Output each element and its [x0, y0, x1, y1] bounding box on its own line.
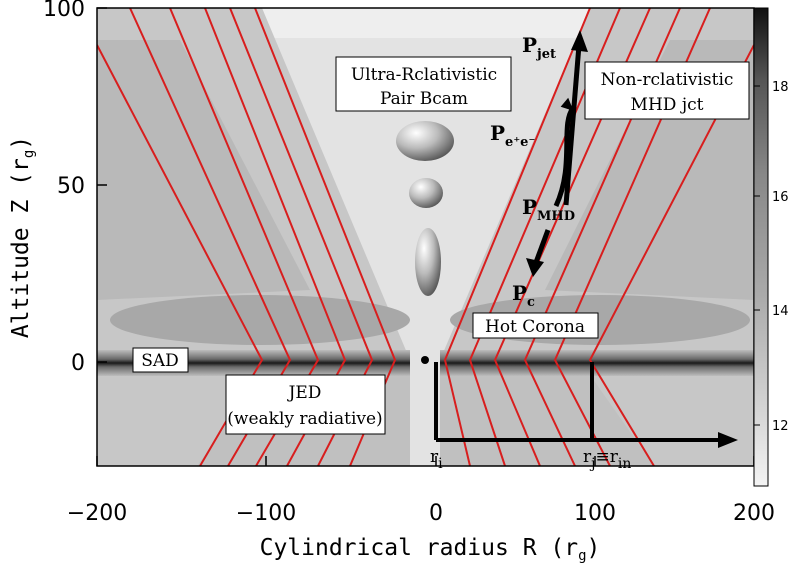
sad-label: SAD	[132, 347, 189, 373]
beam-blob	[415, 228, 441, 296]
colorbar-tick: 18	[772, 80, 789, 95]
x-tick-label: −100	[236, 501, 296, 526]
svg-text:Ultra-Rclativistic: Ultra-Rclativistic	[351, 65, 497, 85]
p-pair-label: Pe⁺e⁻	[490, 121, 535, 150]
svg-text:(weakly radiative): (weakly radiative)	[227, 409, 382, 429]
colorbar: 18 16 14 12	[753, 7, 789, 487]
x-tick-label: 200	[733, 501, 775, 526]
p-corona-label: Pc	[512, 281, 535, 310]
svg-text:JED: JED	[287, 383, 322, 403]
p-jet-label: Pjet	[522, 33, 556, 62]
beam-blob	[409, 178, 443, 208]
beam-blob	[396, 121, 454, 161]
p-mhd-label: PMHD	[522, 195, 575, 224]
x-tick-label: 100	[574, 501, 616, 526]
axis-ticks	[96, 7, 755, 466]
radius-arrow-head	[718, 432, 738, 448]
radius-markers	[434, 362, 722, 442]
y-axis-label: Altitude Z (rg)	[8, 136, 37, 338]
x-tick-label: 0	[429, 501, 443, 526]
svg-text:Non-rclativistic: Non-rclativistic	[601, 70, 734, 90]
beam-label: Ultra-Rclativistic Pair Bcam	[335, 56, 512, 112]
colorbar-tick: 12	[772, 419, 789, 434]
x-tick-label: −200	[67, 501, 127, 526]
corona-arrow-head	[526, 258, 544, 277]
power-arrows	[532, 44, 582, 266]
jet-arrow-head	[571, 30, 588, 52]
y-tick-label: 50	[57, 174, 85, 199]
black-hole-dot	[421, 356, 429, 364]
colorbar-tick: 14	[772, 304, 789, 319]
svg-text:Hot Corona: Hot Corona	[485, 317, 585, 337]
corona-label: Hot Corona	[472, 312, 599, 339]
svg-text:SAD: SAD	[141, 351, 179, 371]
x-axis-label: Cylindrical radius R (rg)	[260, 535, 601, 564]
y-tick-label: 100	[43, 0, 85, 22]
pair-arrow-head	[560, 97, 574, 111]
svg-text:MHD jct: MHD jct	[631, 95, 704, 115]
colorbar-tick: 16	[772, 190, 789, 205]
svg-text:Pair Bcam: Pair Bcam	[380, 89, 468, 109]
jed-label: JED (weakly radiative)	[225, 374, 386, 435]
ri-label: ri	[430, 447, 443, 472]
rj-label: rj≡rin	[583, 447, 631, 472]
y-tick-label: 0	[71, 351, 85, 376]
jet-label: Non-rclativistic MHD jct	[584, 61, 750, 120]
